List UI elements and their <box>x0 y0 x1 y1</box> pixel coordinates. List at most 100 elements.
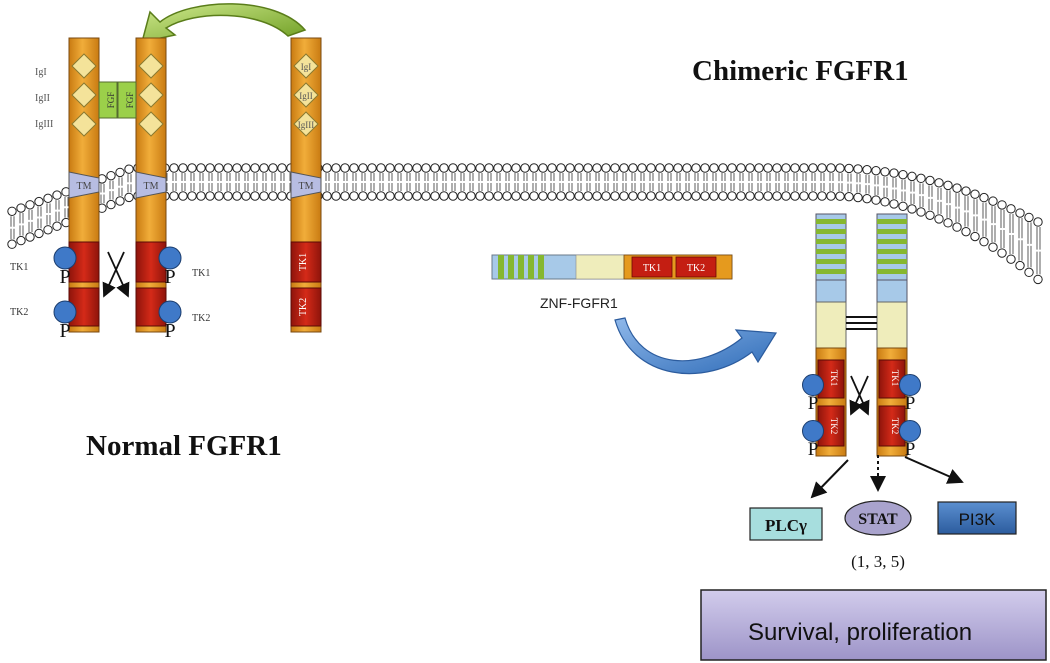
lipid-head <box>547 163 557 173</box>
transphosphorylation-arrows-normal <box>102 251 130 298</box>
fgf-label-right: FGF <box>125 92 135 109</box>
phospho-tk1 <box>158 246 182 270</box>
lipid-head <box>529 191 539 201</box>
zinc-finger-stripe <box>816 249 846 254</box>
ig-domain-label: IgI <box>301 62 312 72</box>
ig-domain-2 <box>293 82 319 108</box>
lipid-head <box>187 163 197 173</box>
phospho-label: P <box>164 266 175 288</box>
lipid-head <box>844 163 854 174</box>
lipid-head <box>754 163 764 173</box>
tm-domain <box>135 171 167 199</box>
lipid-head <box>52 190 62 200</box>
blue-curved-arrow <box>614 317 778 375</box>
lipid-head <box>331 191 341 201</box>
lipid-head <box>700 163 710 173</box>
lipid-head <box>385 163 395 173</box>
lipid-head <box>916 207 926 217</box>
tk2-label: TK2 <box>298 298 309 316</box>
ig-domain-3 <box>293 111 319 137</box>
zinc-finger-stripe <box>877 269 907 274</box>
plcg-node: PLCγ <box>749 507 823 541</box>
lipid-head <box>43 225 53 235</box>
lipid-head <box>871 195 881 205</box>
pi3k-label: PI3K <box>959 510 997 529</box>
lipid-head <box>799 163 809 173</box>
lipid-head <box>1006 204 1016 214</box>
chimeric-linker <box>815 279 847 303</box>
lipid-head <box>178 163 188 173</box>
lipid-head <box>673 163 683 173</box>
tk1-domain <box>290 241 322 283</box>
lipid-head <box>763 163 773 173</box>
lipid-head <box>862 193 872 204</box>
lipid-head <box>817 163 827 173</box>
lipid-head <box>772 191 782 201</box>
lipid-head <box>898 169 908 180</box>
lipid-head <box>691 191 701 201</box>
lipid-head <box>232 163 242 173</box>
lipid-head <box>205 191 215 201</box>
tk1-label-right: TK1 <box>192 268 210 279</box>
znf-fgfr1-fusion: TK1 TK2 <box>491 254 733 280</box>
lipid-head <box>628 191 638 201</box>
lipid-head <box>1015 260 1025 271</box>
lipid-head <box>619 163 629 173</box>
lipid-head <box>574 163 584 173</box>
lipid-head <box>358 191 368 201</box>
outcome-label: Survival, proliferation <box>748 619 972 646</box>
lipid-head <box>745 163 755 173</box>
phospho-label: P <box>164 320 175 342</box>
tk2-domain <box>135 287 167 327</box>
phospho-label: P <box>59 320 70 342</box>
lipid-head <box>556 191 566 201</box>
lipid-head <box>880 197 890 207</box>
lipid-head <box>520 191 530 201</box>
lipid-head <box>907 204 917 214</box>
tm-label: TM <box>144 181 159 192</box>
fusion-tk1-label: TK1 <box>643 263 661 274</box>
lipid-head <box>853 164 863 174</box>
lipid-head <box>511 163 521 173</box>
phospho-tk2 <box>802 420 824 442</box>
lipid-head <box>16 203 26 213</box>
lipid-head <box>322 163 332 173</box>
normal-title: Normal FGFR1 <box>86 430 282 462</box>
green-curved-arrow <box>140 3 307 43</box>
fusion-name: ZNF-FGFR1 <box>540 295 618 311</box>
igii-label: IgII <box>35 93 50 104</box>
lipid-head <box>502 191 512 201</box>
lipid-head <box>781 163 791 173</box>
chimeric-tk1-label: TK1 <box>890 370 900 387</box>
lipid-head <box>745 191 755 201</box>
fgf-label-left: FGF <box>106 92 116 109</box>
lipid-head <box>790 191 800 201</box>
lipid-head <box>583 163 593 173</box>
zinc-finger-stripe <box>877 249 907 254</box>
chimeric-linker <box>876 279 908 303</box>
lipid-head <box>502 163 512 173</box>
lipid-head <box>484 163 494 173</box>
tk1-label-left: TK1 <box>10 262 28 273</box>
fusion-tk2-label: TK2 <box>687 263 705 274</box>
lipid-head <box>916 173 926 184</box>
dimerization-domain <box>876 301 908 349</box>
zinc-finger-stripe <box>816 269 846 274</box>
lipid-head <box>997 248 1007 258</box>
lipid-head <box>583 191 593 201</box>
phospho-label: P <box>905 393 916 414</box>
zinc-finger-stripe <box>816 239 846 244</box>
lipid-head <box>25 200 35 210</box>
lipid-head <box>934 214 944 224</box>
lipid-head <box>943 180 953 191</box>
lipid-head <box>790 163 800 173</box>
lipid-head <box>727 191 737 201</box>
lipid-head <box>628 163 638 173</box>
lipid-head <box>106 199 116 210</box>
zinc-finger-stripe <box>816 259 846 264</box>
lipid-head <box>952 183 962 193</box>
phospho-tk1 <box>53 246 77 270</box>
tk2-label-right: TK2 <box>192 313 210 324</box>
lipid-head <box>124 164 134 174</box>
